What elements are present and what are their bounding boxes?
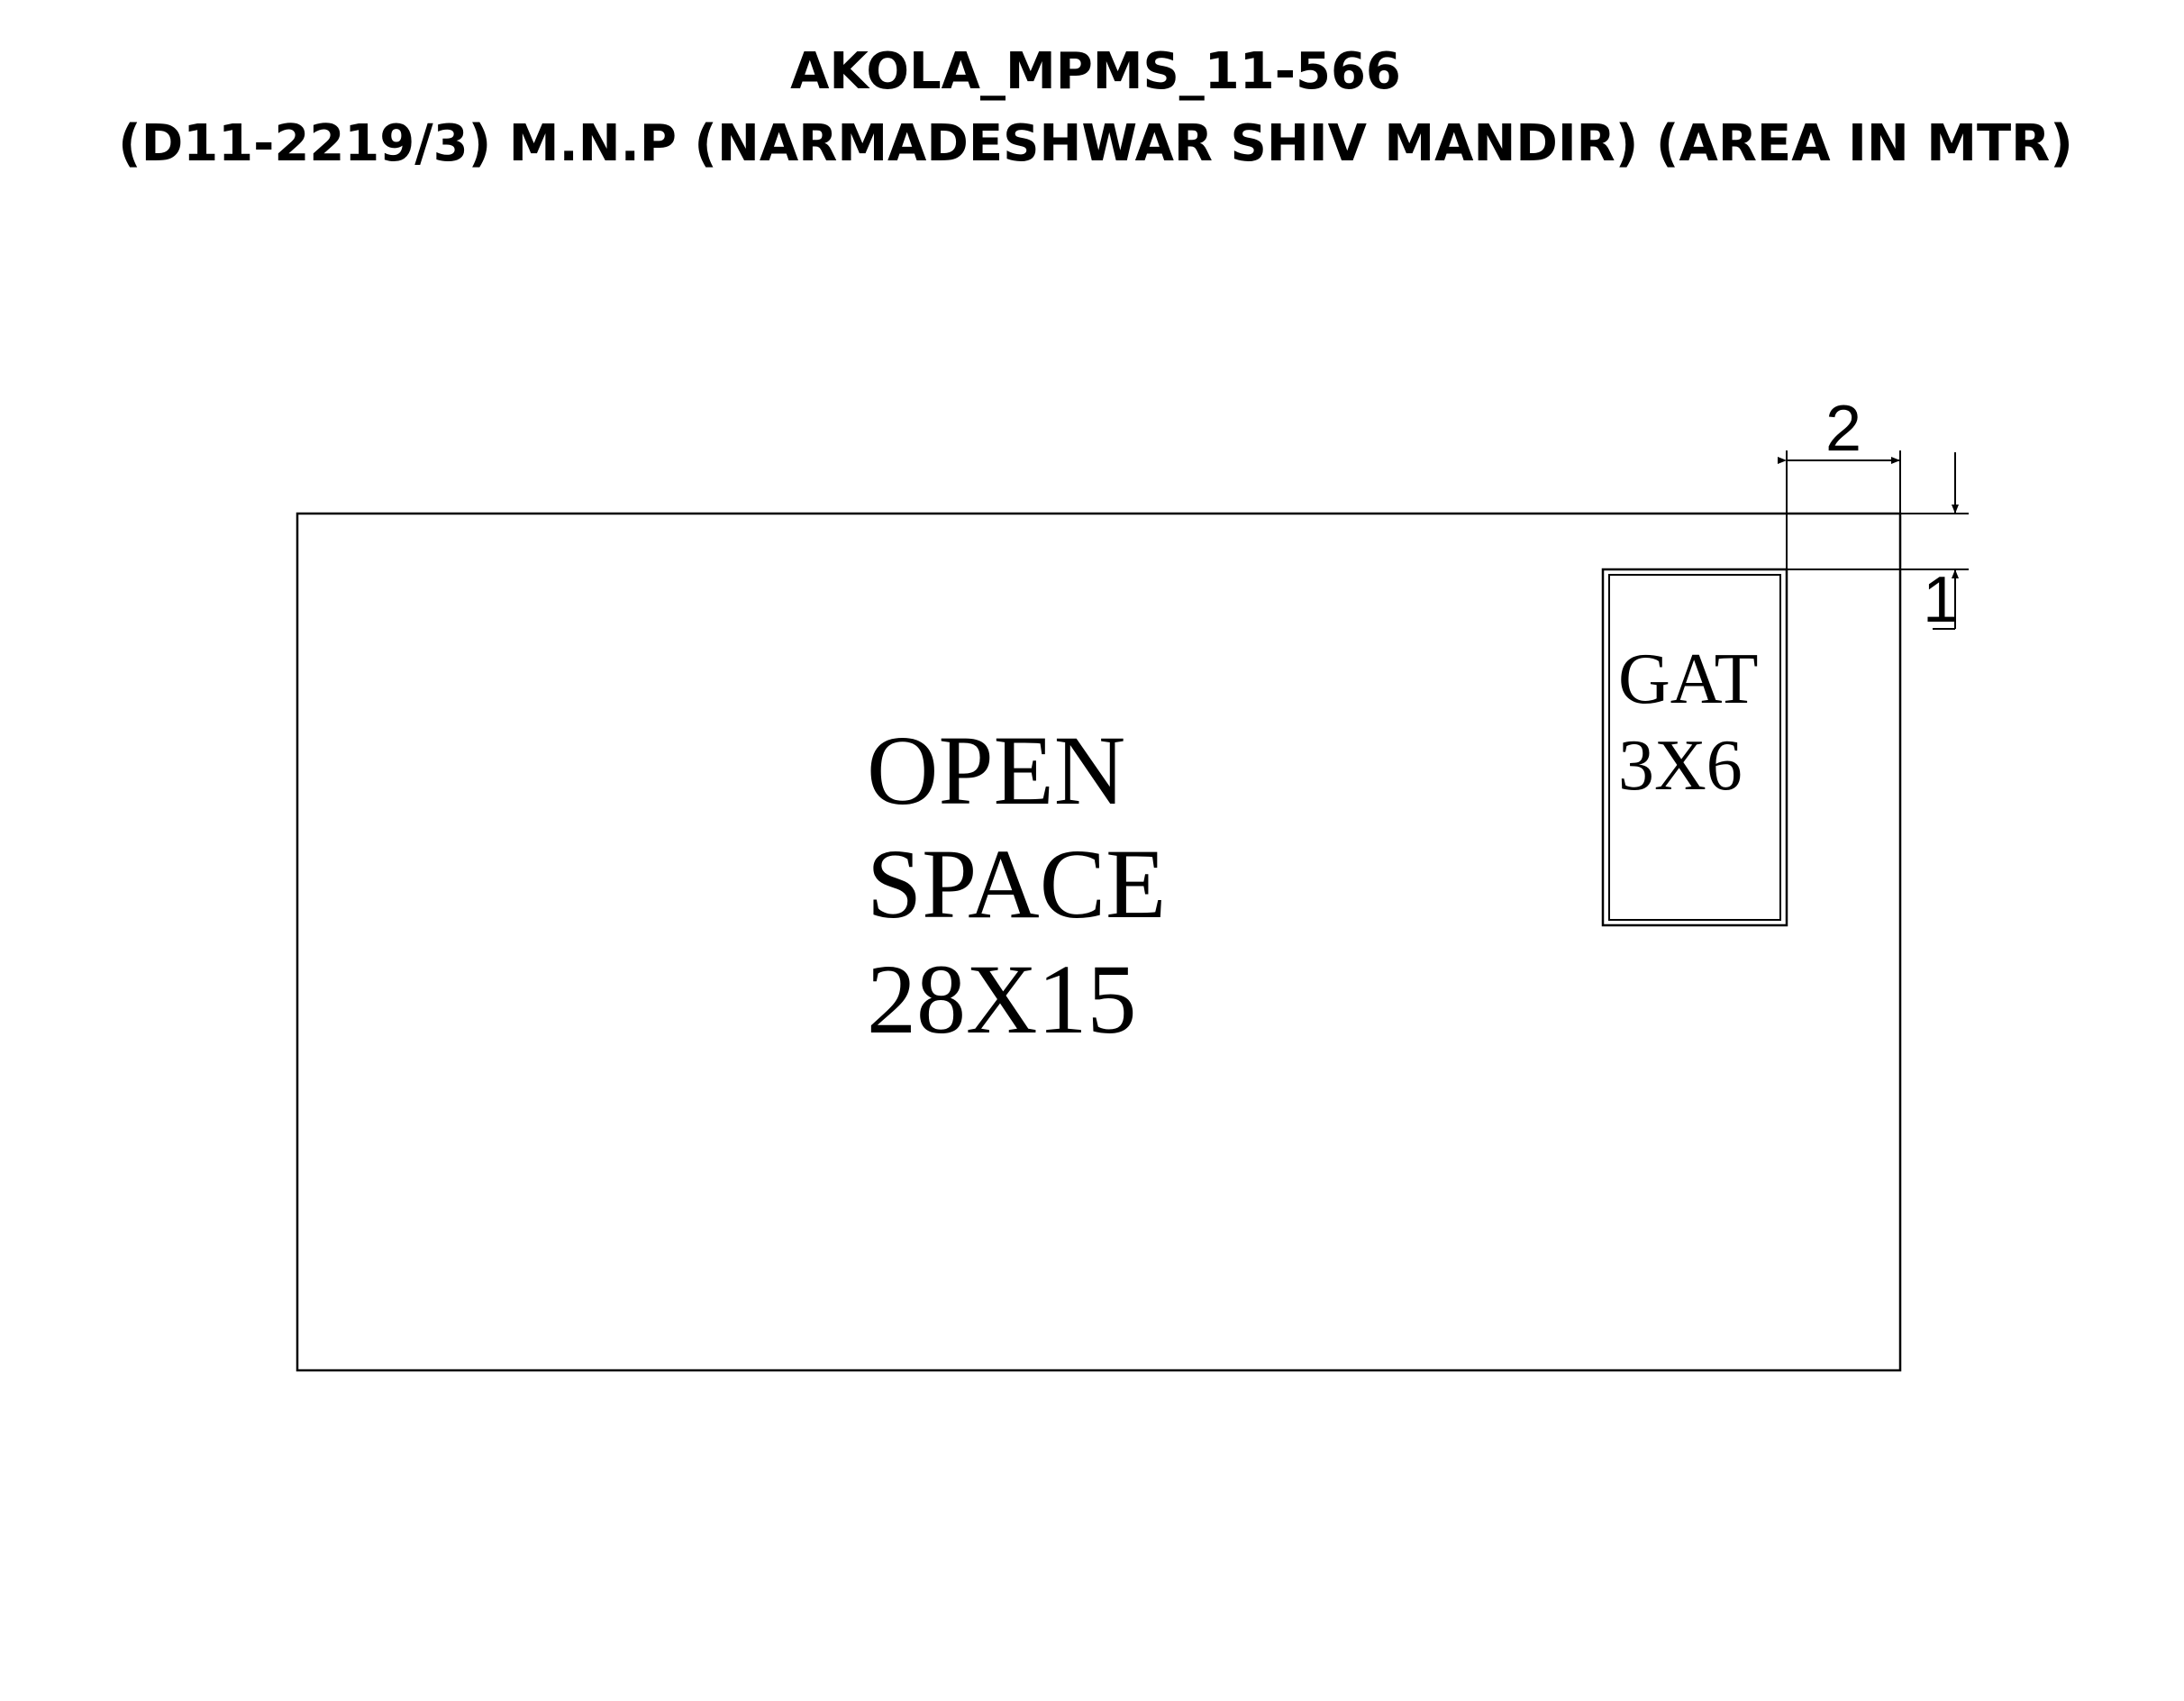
gate-size-label: 3X6	[1618, 726, 1743, 805]
gate-outline-inner	[1608, 574, 1781, 921]
gate-label: GAT	[1618, 640, 1759, 719]
vertical-dimension-value: 1	[1923, 564, 1959, 636]
open-space-area-label: 28X15	[867, 944, 1136, 1054]
open-space-label-line2: SPACE	[867, 829, 1166, 939]
drawing-title-line1: AKOLA_MPMS_11-566	[790, 42, 1401, 101]
plot-boundary	[296, 512, 1902, 1372]
open-space-label-line1: OPEN	[867, 715, 1125, 825]
gate-outline-outer	[1601, 568, 1788, 927]
horizontal-dimension-value: 2	[1825, 393, 1861, 465]
drawing-title-line2: (D11-2219/3) M.N.P (NARMADESHWAR SHIV MA…	[118, 114, 2073, 173]
